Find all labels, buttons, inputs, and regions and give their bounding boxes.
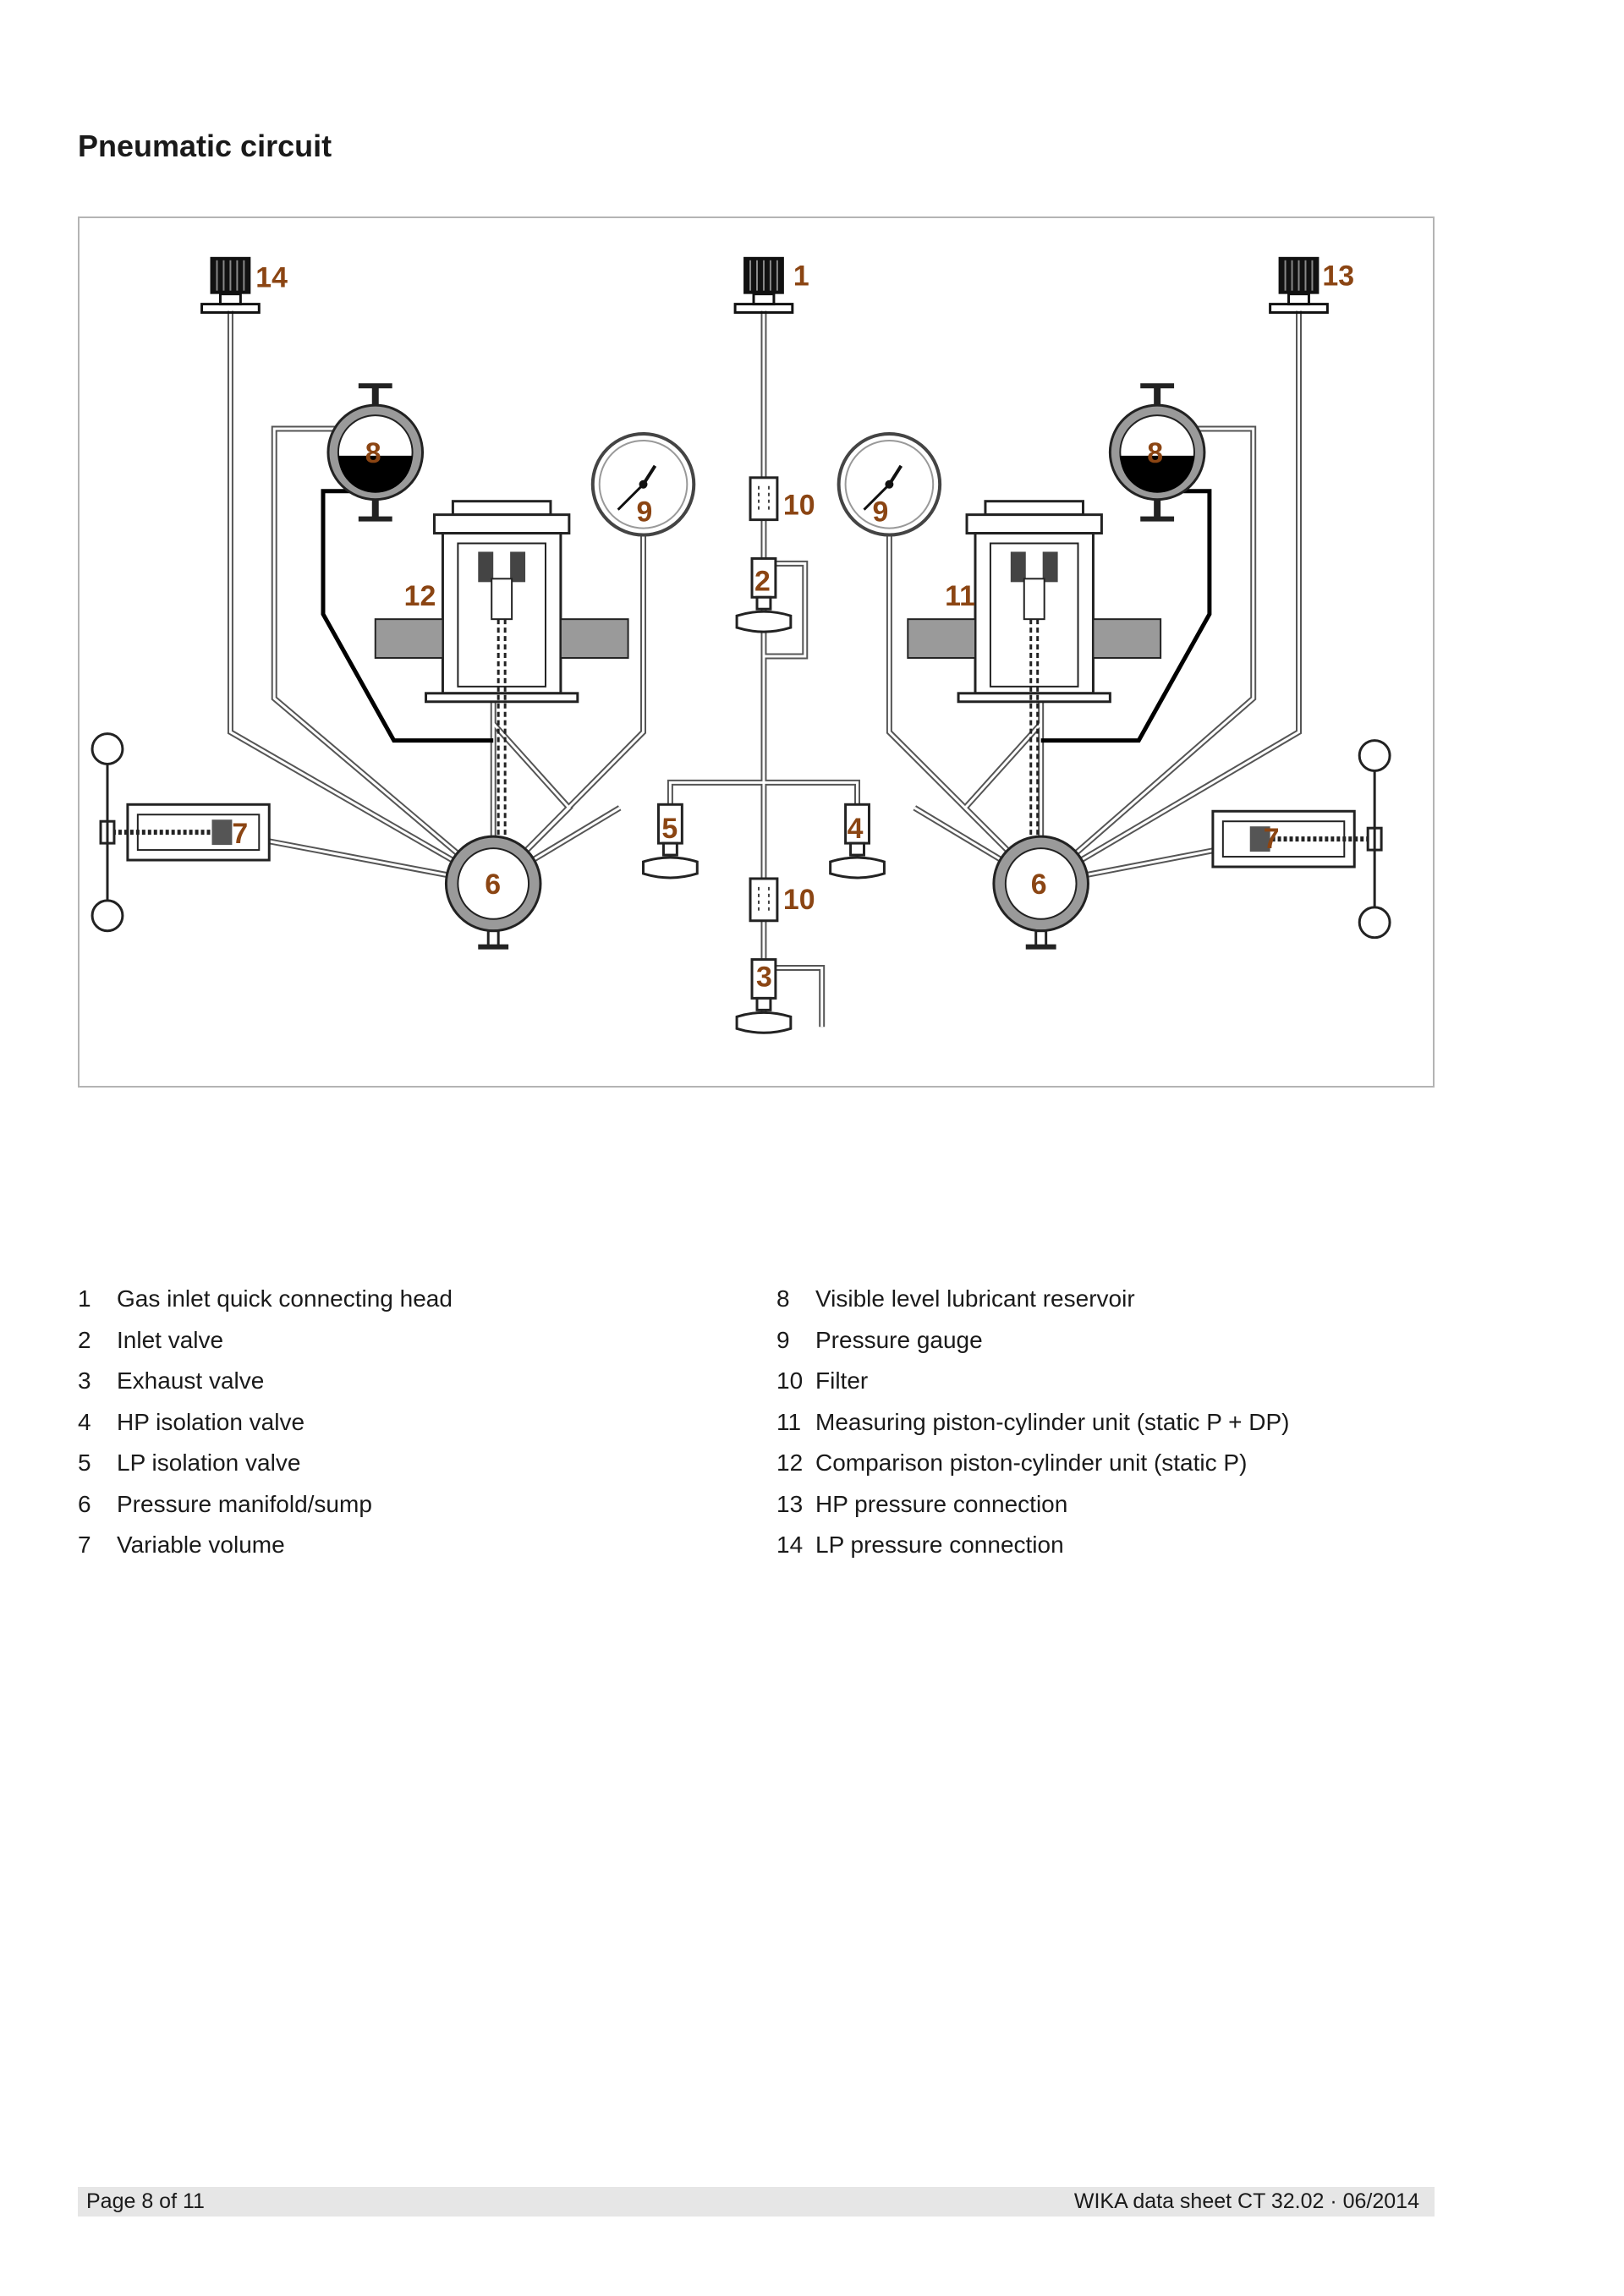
- connector-13: [1269, 255, 1329, 315]
- callout-6-left: 6: [485, 869, 501, 901]
- callout-8-right: 8: [1147, 437, 1163, 469]
- callout-1: 1: [793, 260, 809, 293]
- section-title: Pneumatic circuit: [78, 129, 332, 163]
- gauge-right: [837, 432, 942, 537]
- callout-8-left: 8: [365, 437, 381, 469]
- diagram-svg: 14 1 13 8 8 9 9 10 10 2 12 11 5 4 6 6 7 …: [80, 255, 1433, 1034]
- callout-7-right: 7: [1264, 823, 1280, 855]
- callout-5: 5: [661, 813, 678, 845]
- callout-13: 13: [1322, 260, 1354, 293]
- oil-lines: [321, 489, 1212, 743]
- callout-4: 4: [848, 813, 864, 845]
- callout-7-left: 7: [232, 818, 248, 850]
- callout-10-bottom: 10: [783, 884, 815, 916]
- callout-3: 3: [756, 961, 772, 993]
- filter-bottom: [749, 877, 779, 923]
- piston-unit-left: [374, 500, 630, 857]
- callout-11: 11: [945, 580, 975, 612]
- pneumatic-circuit-diagram: 14 1 13 8 8 9 9 10 10 2 12 11 5 4 6 6 7 …: [78, 216, 1435, 1088]
- page-footer: Page 8 of 11 WIKA data sheet CT 32.02 · …: [78, 2187, 1435, 2217]
- connector-14: [200, 255, 261, 315]
- piston-unit-right: [906, 500, 1162, 857]
- callout-14: 14: [255, 262, 288, 294]
- callout-9-left: 9: [637, 496, 653, 529]
- page-number: Page 8 of 11: [86, 2189, 205, 2213]
- filter-top: [749, 476, 779, 522]
- document-reference: WIKA data sheet CT 32.02 · 06/2014: [1073, 2189, 1419, 2213]
- connector-1: [733, 255, 794, 315]
- callout-9-right: 9: [872, 496, 888, 529]
- callout-12: 12: [404, 580, 436, 612]
- callout-2: 2: [754, 565, 771, 597]
- callout-6-right: 6: [1031, 869, 1047, 901]
- callout-10-top: 10: [783, 490, 815, 522]
